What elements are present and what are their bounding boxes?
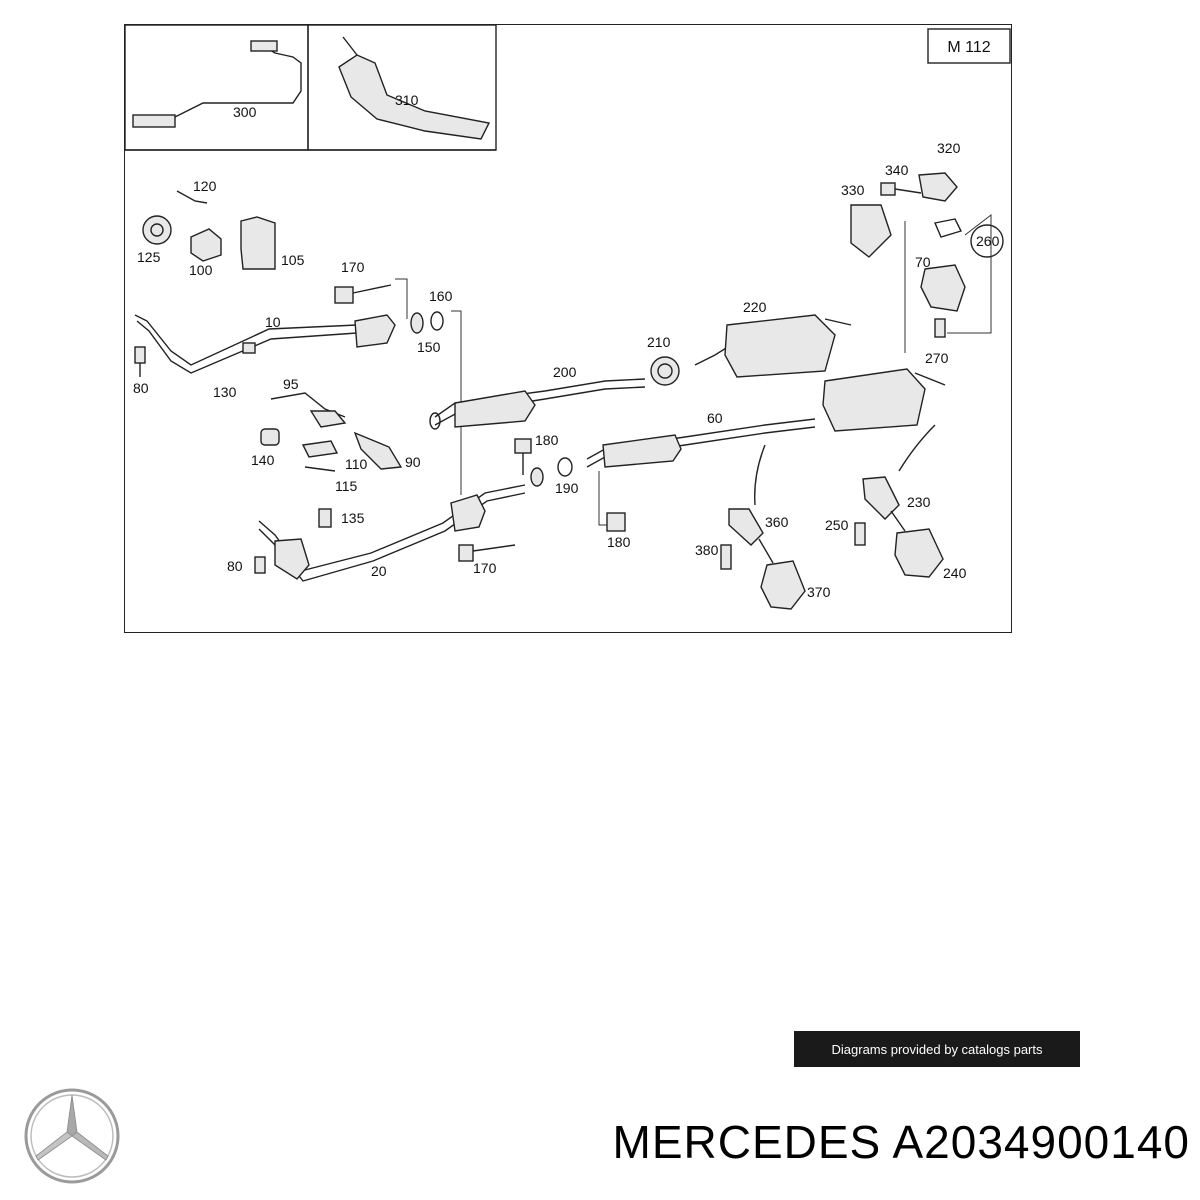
label-10: 10 (265, 314, 281, 330)
label-210: 210 (647, 334, 671, 350)
label-60: 60 (707, 410, 723, 426)
label-80-lower: 80 (227, 558, 243, 574)
bolt-170-lower (458, 544, 516, 562)
label-240: 240 (943, 565, 967, 581)
label-105: 105 (281, 252, 305, 268)
label-90: 90 (405, 454, 421, 470)
bracket-95 (270, 392, 347, 428)
label-135: 135 (341, 510, 365, 526)
leader-160 (451, 310, 462, 395)
rear-muffler-220 (694, 314, 852, 378)
hanger-360-370 (720, 444, 806, 610)
label-300: 300 (233, 104, 257, 120)
engine-code-box (927, 28, 1011, 64)
heat-shield-part (338, 36, 491, 140)
center-muffler-200 (429, 378, 646, 430)
label-330: 330 (841, 182, 865, 198)
label-130: 130 (213, 384, 237, 400)
label-170-lower: 170 (473, 560, 497, 576)
mercedes-star-icon (22, 1086, 122, 1191)
label-20: 20 (371, 563, 387, 579)
front-pipe-20 (258, 484, 526, 582)
inset-box-sensor (125, 25, 309, 151)
label-160: 160 (429, 288, 453, 304)
part-number-title: MERCEDES A2034900140 (612, 1116, 1190, 1168)
bolt-80-top (134, 346, 146, 377)
label-180-top: 180 (535, 432, 559, 448)
label-170-top: 170 (341, 259, 365, 275)
oxygen-sensor-part (132, 40, 302, 128)
bolt-135 (318, 508, 332, 528)
label-180-lower: 180 (607, 534, 631, 550)
label-380: 380 (695, 542, 719, 558)
label-270: 270 (925, 350, 949, 366)
label-190: 190 (555, 480, 579, 496)
leader-170 (395, 278, 408, 319)
bolt-80-lower (254, 556, 266, 574)
front-pipe-10 (134, 314, 396, 374)
label-115: 115 (335, 478, 358, 494)
bolt-170-top (334, 284, 392, 304)
exhaust-diagram-drawing: M 112 (125, 25, 1011, 610)
label-320: 320 (937, 140, 961, 156)
label-95: 95 (283, 376, 299, 392)
label-310: 310 (395, 92, 419, 108)
label-110: 110 (345, 456, 368, 472)
rear-pipe-60 (586, 368, 946, 468)
diagram-credit-banner: Diagrams provided by catalogs parts (794, 1031, 1080, 1067)
label-125: 125 (137, 249, 161, 265)
label-360: 360 (765, 514, 789, 530)
nut-180-190 (514, 438, 626, 532)
label-80-top: 80 (133, 380, 149, 396)
label-220: 220 (743, 299, 767, 315)
label-250: 250 (825, 517, 849, 533)
label-260: 260 (976, 233, 1000, 249)
rear-hanger-group (850, 172, 1004, 353)
hanger-230-240 (854, 424, 944, 578)
clamp-parts (260, 428, 403, 472)
engine-code-label: M 112 (947, 39, 990, 56)
gasket-150-160 (410, 311, 444, 334)
label-200: 200 (553, 364, 577, 380)
label-120: 120 (193, 178, 217, 194)
exhaust-diagram: M 112 (124, 24, 1012, 633)
label-370: 370 (807, 584, 831, 600)
label-150: 150 (417, 339, 441, 355)
label-100: 100 (189, 262, 213, 278)
clamp-210 (650, 356, 680, 386)
label-140: 140 (251, 452, 275, 468)
label-340: 340 (885, 162, 909, 178)
label-70: 70 (915, 254, 931, 270)
front-hanger-group (142, 190, 276, 270)
label-230: 230 (907, 494, 931, 510)
